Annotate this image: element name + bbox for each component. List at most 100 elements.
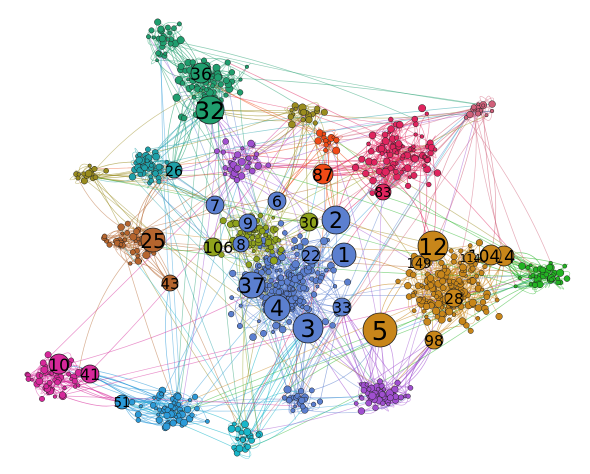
- graph-node: [281, 395, 288, 401]
- graph-node: [563, 275, 571, 282]
- graph-node: [296, 274, 303, 281]
- graph-node: [274, 268, 279, 273]
- graph-node: [391, 385, 399, 393]
- graph-node: [210, 83, 215, 89]
- hub-node-28-circle: [444, 288, 464, 308]
- graph-node: [247, 161, 252, 166]
- graph-edge: [206, 58, 233, 73]
- graph-node: [317, 278, 323, 284]
- graph-node: [189, 84, 195, 90]
- graph-edge: [425, 158, 534, 276]
- graph-node: [134, 257, 142, 265]
- hub-node-30: 30: [299, 212, 319, 232]
- hub-node-106-label: 106: [203, 238, 234, 257]
- graph-node: [411, 115, 419, 123]
- graph-node: [154, 18, 162, 26]
- graph-node: [71, 378, 78, 385]
- hub-node-36: 36: [190, 62, 212, 85]
- graph-node: [159, 391, 164, 397]
- graph-node: [222, 138, 229, 145]
- graph-node: [300, 284, 307, 292]
- graph-edge: [147, 103, 493, 150]
- graph-node: [269, 249, 275, 255]
- graph-edge: [158, 38, 415, 120]
- graph-node: [416, 297, 422, 303]
- hub-node-2: 2: [321, 205, 351, 235]
- graph-node: [148, 178, 154, 184]
- graph-node: [251, 249, 256, 254]
- graph-node: [411, 308, 417, 314]
- graph-node: [228, 310, 235, 318]
- graph-node: [257, 212, 264, 219]
- graph-node: [269, 288, 275, 294]
- graph-node: [556, 268, 565, 277]
- graph-node: [236, 89, 244, 96]
- graph-edge: [236, 283, 532, 454]
- graph-node: [469, 265, 476, 272]
- graph-node: [238, 303, 243, 308]
- graph-edge: [106, 169, 175, 242]
- graph-edge: [75, 112, 307, 387]
- graph-edge: [251, 397, 362, 441]
- graph-node: [249, 435, 254, 439]
- graph-node: [176, 36, 185, 45]
- graph-node: [466, 278, 471, 284]
- graph-node: [167, 40, 174, 47]
- graph-node: [270, 264, 275, 269]
- graph-node: [276, 238, 282, 243]
- graph-node: [129, 232, 138, 241]
- graph-edge: [217, 77, 479, 105]
- graph-node: [330, 267, 337, 274]
- graph-node: [303, 304, 310, 312]
- graph-node: [475, 316, 481, 321]
- graph-node: [235, 444, 244, 453]
- graph-node: [332, 146, 341, 155]
- graph-node: [144, 158, 150, 164]
- graph-node: [474, 304, 483, 312]
- graph-node: [476, 281, 481, 286]
- graph-node: [360, 387, 367, 394]
- graph-node: [146, 34, 151, 40]
- graph-edge: [89, 373, 174, 400]
- graph-edge: [418, 113, 428, 170]
- graph-node: [439, 277, 446, 285]
- graph-node: [38, 373, 44, 378]
- hub-node-2-circle: [321, 205, 351, 235]
- graph-node: [165, 37, 171, 42]
- graph-node: [122, 237, 128, 243]
- graph-node: [233, 164, 241, 172]
- graph-node: [300, 117, 306, 123]
- hub-node-7-label: 7: [210, 196, 220, 215]
- graph-node: [377, 145, 386, 153]
- graph-node: [297, 387, 305, 395]
- hub-node-41-circle: [80, 364, 100, 384]
- graph-node: [171, 25, 177, 32]
- graph-node: [118, 242, 124, 247]
- hub-node-10-circle: [48, 353, 70, 375]
- graph-edge: [189, 275, 544, 420]
- graph-node: [395, 140, 403, 148]
- graph-node: [549, 277, 554, 283]
- graph-node: [482, 263, 488, 270]
- graph-edge: [236, 446, 250, 459]
- graph-node: [386, 402, 391, 407]
- graph-node: [371, 159, 378, 166]
- graph-node: [290, 408, 296, 414]
- graph-node: [142, 250, 151, 260]
- graph-node: [513, 284, 518, 289]
- graph-node: [401, 167, 406, 172]
- graph-node: [489, 108, 495, 114]
- graph-edge: [160, 30, 180, 421]
- graph-node: [458, 317, 467, 325]
- graph-node: [138, 404, 143, 409]
- graph-node: [377, 378, 383, 385]
- graph-node: [229, 295, 235, 300]
- graph-node: [351, 164, 359, 172]
- graph-node: [91, 165, 98, 172]
- graph-node: [39, 359, 47, 367]
- graph-node: [410, 293, 416, 299]
- hub-node-43-circle: [161, 274, 179, 292]
- graph-node: [43, 383, 50, 390]
- graph-node: [277, 220, 285, 227]
- graph-node: [333, 137, 340, 144]
